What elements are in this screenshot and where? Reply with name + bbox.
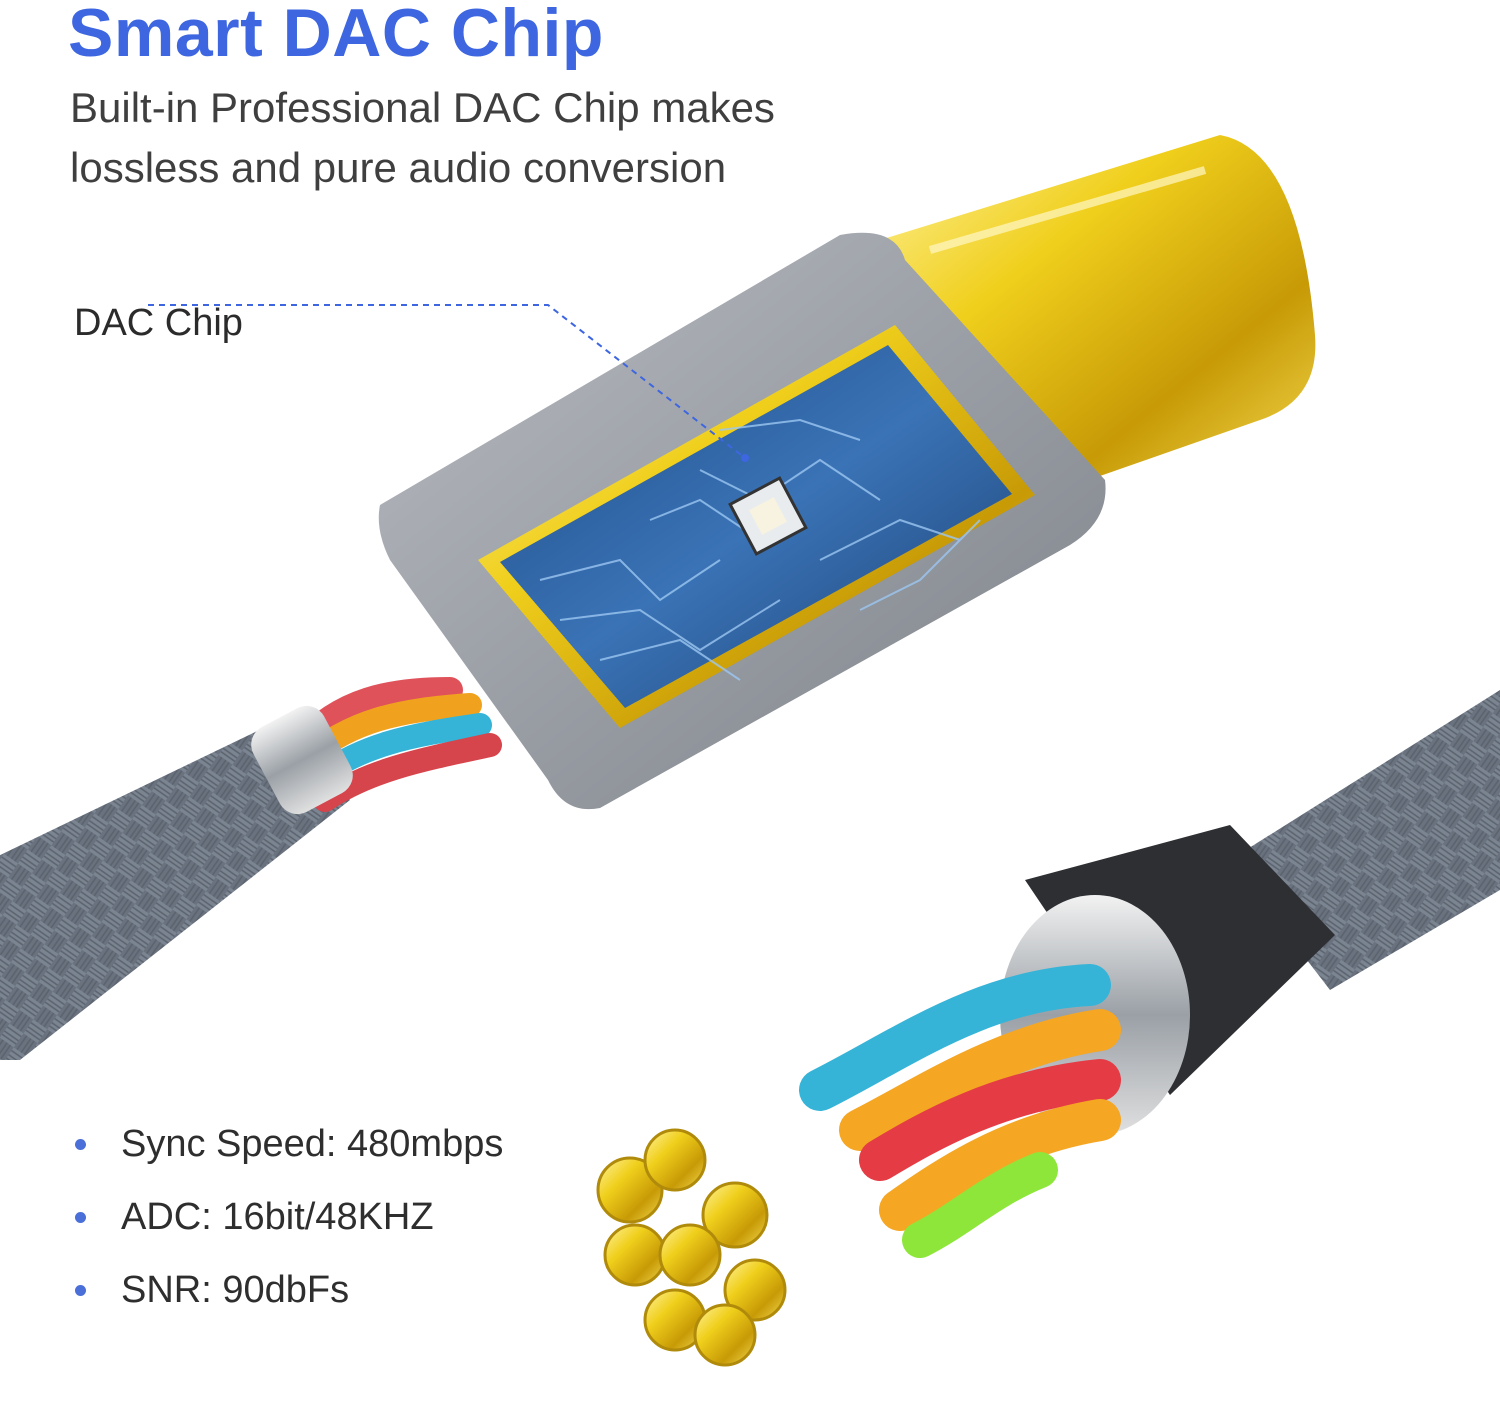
spec-item: Sync Speed: 480mbps [70, 1108, 503, 1181]
callout-dot [741, 454, 749, 462]
callout-leader-line [148, 304, 746, 459]
cable-end-wires [799, 964, 1121, 1258]
subtitle-line-1: Built-in Professional DAC Chip makes [70, 84, 775, 131]
spec-list: Sync Speed: 480mbps ADC: 16bit/48KHZ SNR… [70, 1108, 503, 1327]
braided-cable-left [0, 720, 350, 1060]
cable-ferrule-left [251, 705, 353, 815]
dot-icon [75, 1212, 86, 1223]
usb-c-plug [880, 135, 1316, 490]
dot-icon [75, 1285, 86, 1296]
dot-icon [75, 1139, 86, 1150]
cable-end-sleeve [1025, 825, 1335, 1095]
wire-strand-bundles [596, 1128, 787, 1367]
dac-chip-label: DAC Chip [74, 302, 243, 344]
spec-item: SNR: 90dbFs [70, 1254, 503, 1327]
page-title: Smart DAC Chip [68, 0, 604, 71]
subtitle: Built-in Professional DAC Chip makes los… [70, 78, 930, 198]
spec-text: ADC: 16bit/48KHZ [121, 1196, 434, 1238]
spec-item: ADC: 16bit/48KHZ [70, 1181, 503, 1254]
spec-text: SNR: 90dbFs [121, 1269, 350, 1311]
subtitle-line-2: lossless and pure audio conversion [70, 144, 727, 191]
pcb-traces [539, 418, 981, 681]
spec-text: Sync Speed: 480mbps [121, 1123, 504, 1165]
